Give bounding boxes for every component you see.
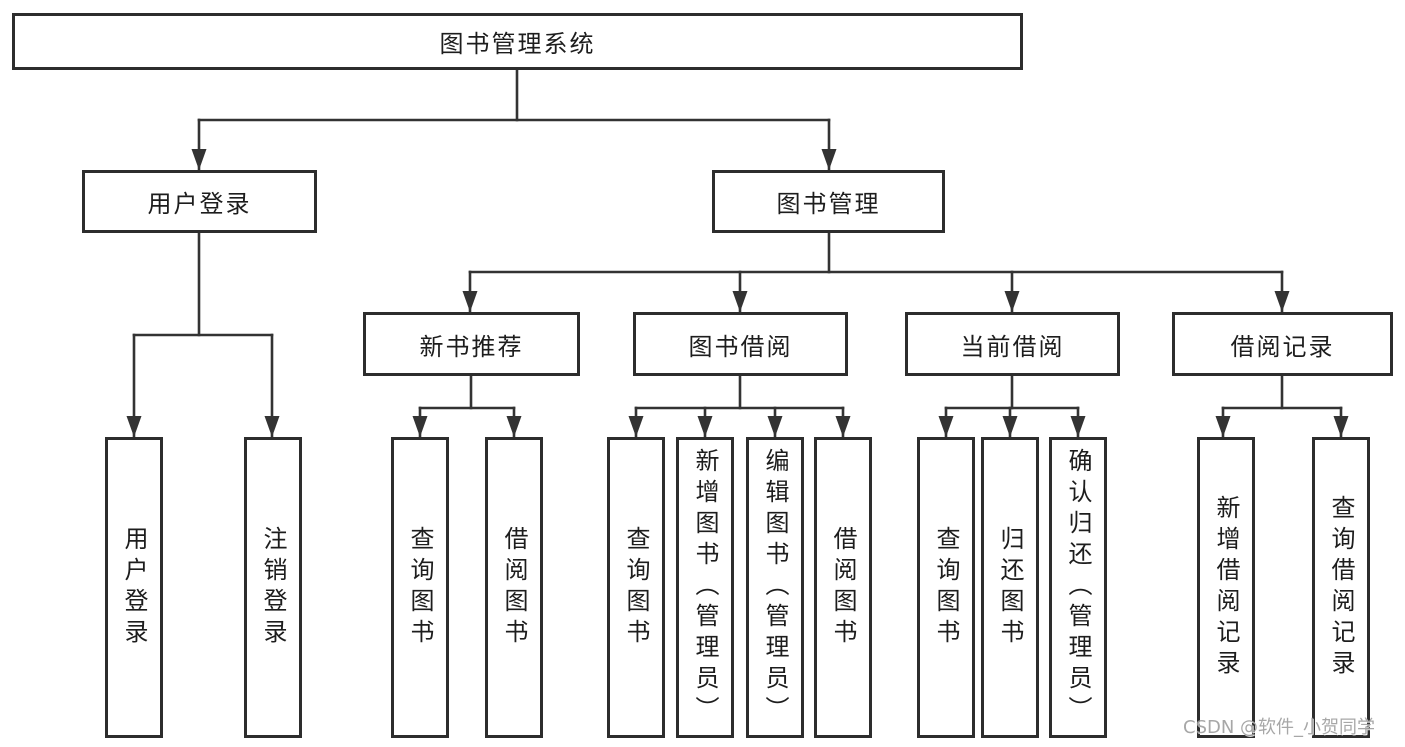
leaf-add-book: 新增图书（管理员） bbox=[676, 437, 734, 738]
leaf-user-login: 用户登录 bbox=[105, 437, 163, 738]
leaf-edit-book: 编辑图书（管理员） bbox=[746, 437, 804, 738]
node-root: 图书管理系统 bbox=[12, 13, 1023, 70]
leaf-query-record-label: 查询借阅记录 bbox=[1327, 494, 1355, 681]
leaf-add-record: 新增借阅记录 bbox=[1197, 437, 1255, 738]
watermark: CSDN @软件_小贺同学 bbox=[1183, 717, 1376, 738]
leaf-edit-book-label: 编辑图书（管理员） bbox=[761, 448, 789, 727]
leaf-logout: 注销登录 bbox=[244, 437, 302, 738]
node-borrow-records-label: 借阅记录 bbox=[1230, 332, 1335, 361]
node-book-mgmt-label: 图书管理 bbox=[776, 190, 881, 218]
leaf-borrow-book-2-label: 借阅图书 bbox=[829, 525, 857, 650]
leaf-query-book-1: 查询图书 bbox=[391, 437, 449, 738]
node-new-book-rec-label: 新书推荐 bbox=[419, 332, 524, 361]
leaf-query-book-3: 查询图书 bbox=[917, 437, 975, 738]
node-book-borrow: 图书借阅 bbox=[633, 312, 848, 376]
leaf-borrow-book-1: 借阅图书 bbox=[485, 437, 543, 738]
node-borrow-records: 借阅记录 bbox=[1172, 312, 1393, 376]
leaf-add-book-label: 新增图书（管理员） bbox=[691, 448, 719, 727]
leaf-add-record-label: 新增借阅记录 bbox=[1212, 494, 1240, 681]
leaf-query-book-2-label: 查询图书 bbox=[622, 525, 650, 650]
leaf-return-book-label: 归还图书 bbox=[996, 525, 1024, 650]
node-user-login-label: 用户登录 bbox=[147, 190, 252, 218]
node-book-borrow-label: 图书借阅 bbox=[688, 332, 793, 361]
leaf-borrow-book-2: 借阅图书 bbox=[814, 437, 872, 738]
node-user-login: 用户登录 bbox=[82, 170, 317, 233]
leaf-borrow-book-1-label: 借阅图书 bbox=[500, 525, 528, 650]
leaf-logout-label: 注销登录 bbox=[259, 525, 287, 650]
leaf-confirm-return-label: 确认归还（管理员） bbox=[1064, 448, 1092, 727]
node-book-mgmt: 图书管理 bbox=[712, 170, 945, 233]
leaf-query-book-2: 查询图书 bbox=[607, 437, 665, 738]
leaf-query-book-3-label: 查询图书 bbox=[932, 525, 960, 650]
leaf-query-book-1-label: 查询图书 bbox=[406, 525, 434, 650]
leaf-user-login-label: 用户登录 bbox=[120, 525, 148, 650]
leaf-confirm-return: 确认归还（管理员） bbox=[1049, 437, 1107, 738]
node-current-borrow: 当前借阅 bbox=[905, 312, 1120, 376]
leaf-query-record: 查询借阅记录 bbox=[1312, 437, 1370, 738]
leaf-return-book: 归还图书 bbox=[981, 437, 1039, 738]
node-root-label: 图书管理系统 bbox=[439, 30, 596, 58]
node-current-borrow-label: 当前借阅 bbox=[960, 332, 1065, 361]
node-new-book-rec: 新书推荐 bbox=[363, 312, 580, 376]
